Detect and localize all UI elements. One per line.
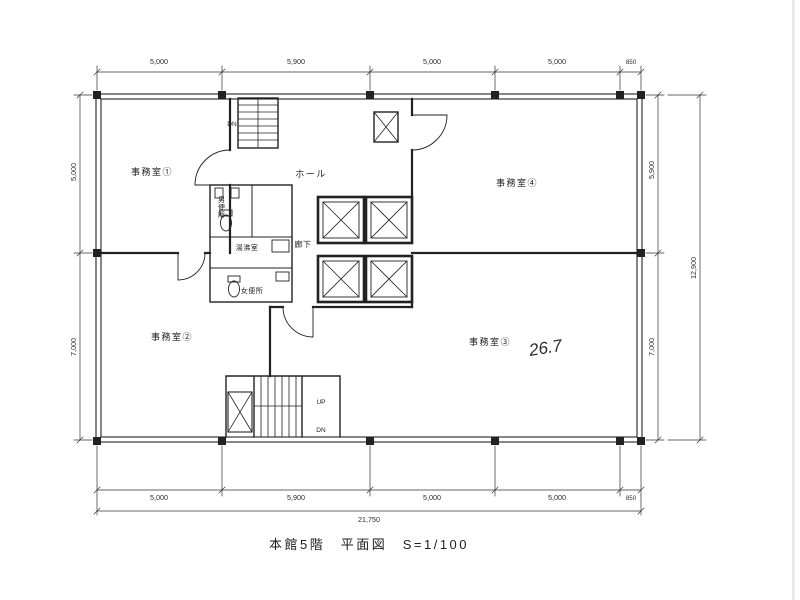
stair-lower-dn-label: DN xyxy=(316,427,326,434)
corridor-label: 廊下 xyxy=(295,239,312,249)
duct-shaft xyxy=(373,111,399,143)
elevator-bank xyxy=(316,195,414,304)
stairs-lower-block xyxy=(225,375,341,438)
dim-right-2: 7,000 xyxy=(647,338,656,356)
dim-top-5: 850 xyxy=(626,59,637,66)
dim-bottom-2: 5,900 xyxy=(287,493,305,502)
toilet-fixtures xyxy=(214,187,290,298)
room-office4-label: 事務室④ xyxy=(496,177,538,188)
dim-left-2: 7,000 xyxy=(69,338,78,356)
stair-lower-up-label: UP xyxy=(316,399,325,406)
elevator-shaft xyxy=(316,195,366,245)
dim-left-1: 5,000 xyxy=(69,163,78,181)
room-office3-label: 事務室③ xyxy=(469,336,511,347)
dim-top-3: 5,000 xyxy=(423,57,441,66)
dim-bottom-5: 850 xyxy=(626,495,637,502)
dimension-lines xyxy=(73,65,707,516)
womens-toilet-label: 女便所 xyxy=(241,286,264,295)
dim-total-width: 21,750 xyxy=(358,515,380,524)
elevator-shaft-lower xyxy=(227,391,253,433)
dim-total-height: 12,900 xyxy=(689,257,698,279)
dim-top-2: 5,900 xyxy=(287,57,305,66)
stairs-upper xyxy=(237,97,279,149)
dim-bottom-1: 5,000 xyxy=(150,493,168,502)
elevator-shaft xyxy=(364,195,414,245)
stair-upper-dn-label: DN xyxy=(227,121,237,128)
room-office1-label: 事務室① xyxy=(131,166,173,177)
door-swings xyxy=(177,114,448,338)
dim-right-1: 5,900 xyxy=(647,161,656,179)
dim-bottom-3: 5,000 xyxy=(423,493,441,502)
scan-edge xyxy=(792,0,795,600)
kitchenette-label: 湯沸室 xyxy=(236,243,259,252)
dim-top-1: 5,000 xyxy=(150,57,168,66)
drawing-caption: 本館5階 平面図 S=1/100 xyxy=(269,537,469,552)
structural-columns xyxy=(93,91,645,445)
elevator-shaft xyxy=(364,254,414,304)
hall-label: ホール xyxy=(295,169,327,179)
room-office2-label: 事務室② xyxy=(151,331,193,342)
mens-toilet-label: 男便所 xyxy=(218,196,226,219)
elevator-shaft xyxy=(316,254,366,304)
dim-bottom-4: 5,000 xyxy=(548,493,566,502)
toilet-block xyxy=(209,184,293,303)
dim-top-4: 5,000 xyxy=(548,57,566,66)
handwritten-area-note: 26.7 xyxy=(527,336,564,360)
